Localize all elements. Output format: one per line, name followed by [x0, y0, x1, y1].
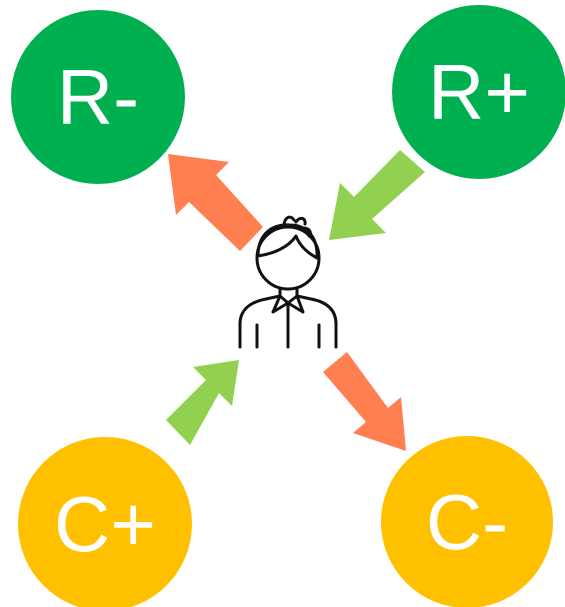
- arrow-person-to-r-minus: [168, 154, 263, 251]
- node-r-minus-label: R-: [57, 53, 139, 141]
- node-r-plus-circle: [392, 5, 565, 179]
- node-c-plus-circle: [18, 437, 192, 607]
- arrow-r-plus-to-person: [329, 150, 425, 240]
- person-head: [255, 225, 321, 291]
- node-c-plus: C+: [18, 437, 192, 607]
- node-r-minus: R-: [11, 10, 185, 184]
- node-c-minus-circle: [381, 436, 553, 607]
- arrow-person-to-c-minus: [323, 352, 406, 451]
- person-hair-tuft: [282, 215, 312, 238]
- node-c-minus-label: C-: [426, 478, 508, 566]
- node-c-plus-label: C+: [54, 480, 156, 568]
- person-icon: [238, 215, 338, 349]
- node-c-minus: C-: [381, 436, 553, 607]
- person-arms: [255, 323, 321, 349]
- node-r-plus-label: R+: [428, 48, 530, 136]
- arrow-c-plus-to-person: [166, 360, 239, 445]
- node-r-minus-circle: [11, 10, 185, 184]
- person-hair: [256, 223, 319, 260]
- node-r-plus: R+: [392, 5, 565, 179]
